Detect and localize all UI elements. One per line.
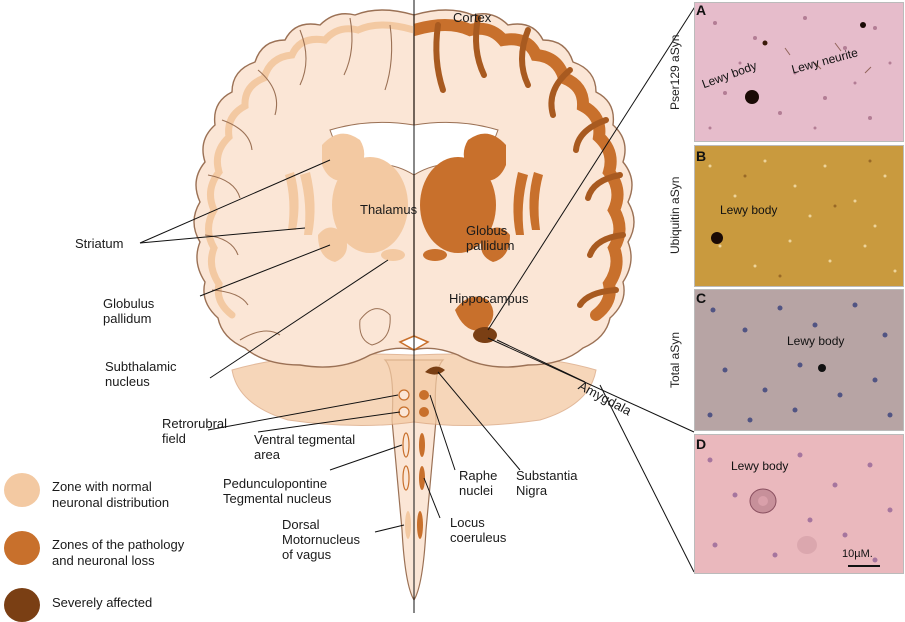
right-globus-pallidum (480, 227, 510, 262)
legend-label-normal: Zone with normal neuronal distribution (52, 479, 170, 510)
right-thalamus (420, 157, 496, 253)
panel-c-texture (707, 302, 893, 423)
panel-d-lewy-body: Lewy body (731, 459, 789, 473)
dorsal-motor-vagus-label: Dorsal Motornucleus of vagus (282, 517, 361, 562)
legend-label-pathology: Zones of the pathology and neuronal loss (52, 537, 185, 568)
panel-c-letter: C (696, 290, 707, 306)
left-striatum (322, 133, 365, 181)
cortex-label: Cortex (453, 10, 492, 25)
panel-a (694, 2, 904, 142)
legend-swatch-severe (4, 588, 40, 622)
striatum-label: Striatum (75, 236, 124, 251)
panel-d-scale-bar (848, 565, 880, 567)
raphe-nuclei-label: Raphe nuclei (459, 468, 498, 498)
substantia-nigra (425, 366, 445, 375)
panel-c-lewy-body: Lewy body (787, 334, 845, 348)
legend-label-severe: Severely affected (52, 595, 153, 610)
panel-a-texture (708, 16, 892, 130)
panel-d-texture (707, 452, 893, 563)
panel-b-texture (708, 159, 897, 278)
globus-pallidum-right-label: Globus pallidum (466, 223, 515, 253)
legend-swatch-normal (4, 473, 40, 507)
panel-d-letter: D (696, 436, 707, 452)
left-thalamus (332, 157, 408, 253)
panel-a-letter: A (696, 2, 707, 18)
subthalamic-nucleus-label: Subthalamic nucleus (105, 359, 177, 389)
panel-c (694, 289, 904, 431)
locus-coeruleus-label: Locus coeruleus (450, 515, 507, 545)
retrorubral-field-label: Retrorubral field (162, 416, 228, 446)
panel-b-stain: Ubiquitin aSyn (668, 176, 682, 254)
panel-c-stain: Total aSyn (668, 331, 682, 389)
right-striatum (463, 133, 506, 181)
panel-b (694, 145, 904, 287)
ventral-tegmental-label: Ventral tegmental area (254, 432, 356, 462)
pedunculopontine-label: Pedunculopontine Tegmental nucleus (223, 476, 332, 506)
thalamus-label: Thalamus (360, 202, 418, 217)
panel-a-stain: Pser129 aSyn (668, 34, 682, 110)
panel-b-letter: B (696, 148, 707, 164)
panel-d (694, 434, 904, 574)
legend-swatch-pathology (4, 531, 40, 565)
hippocampus-label: Hippocampus (449, 291, 529, 306)
globulus-pallidum-label: Globulus pallidum (103, 296, 155, 326)
panel-b-lewy-body: Lewy body (720, 203, 778, 217)
panel-d-scale-bar-label: 10µM. (842, 548, 873, 560)
right-hippocampus (455, 296, 494, 331)
right-cortex (414, 19, 626, 321)
substantia-nigra-label: Substantia Nigra (516, 468, 578, 498)
left-globus-pallidum (318, 227, 348, 262)
